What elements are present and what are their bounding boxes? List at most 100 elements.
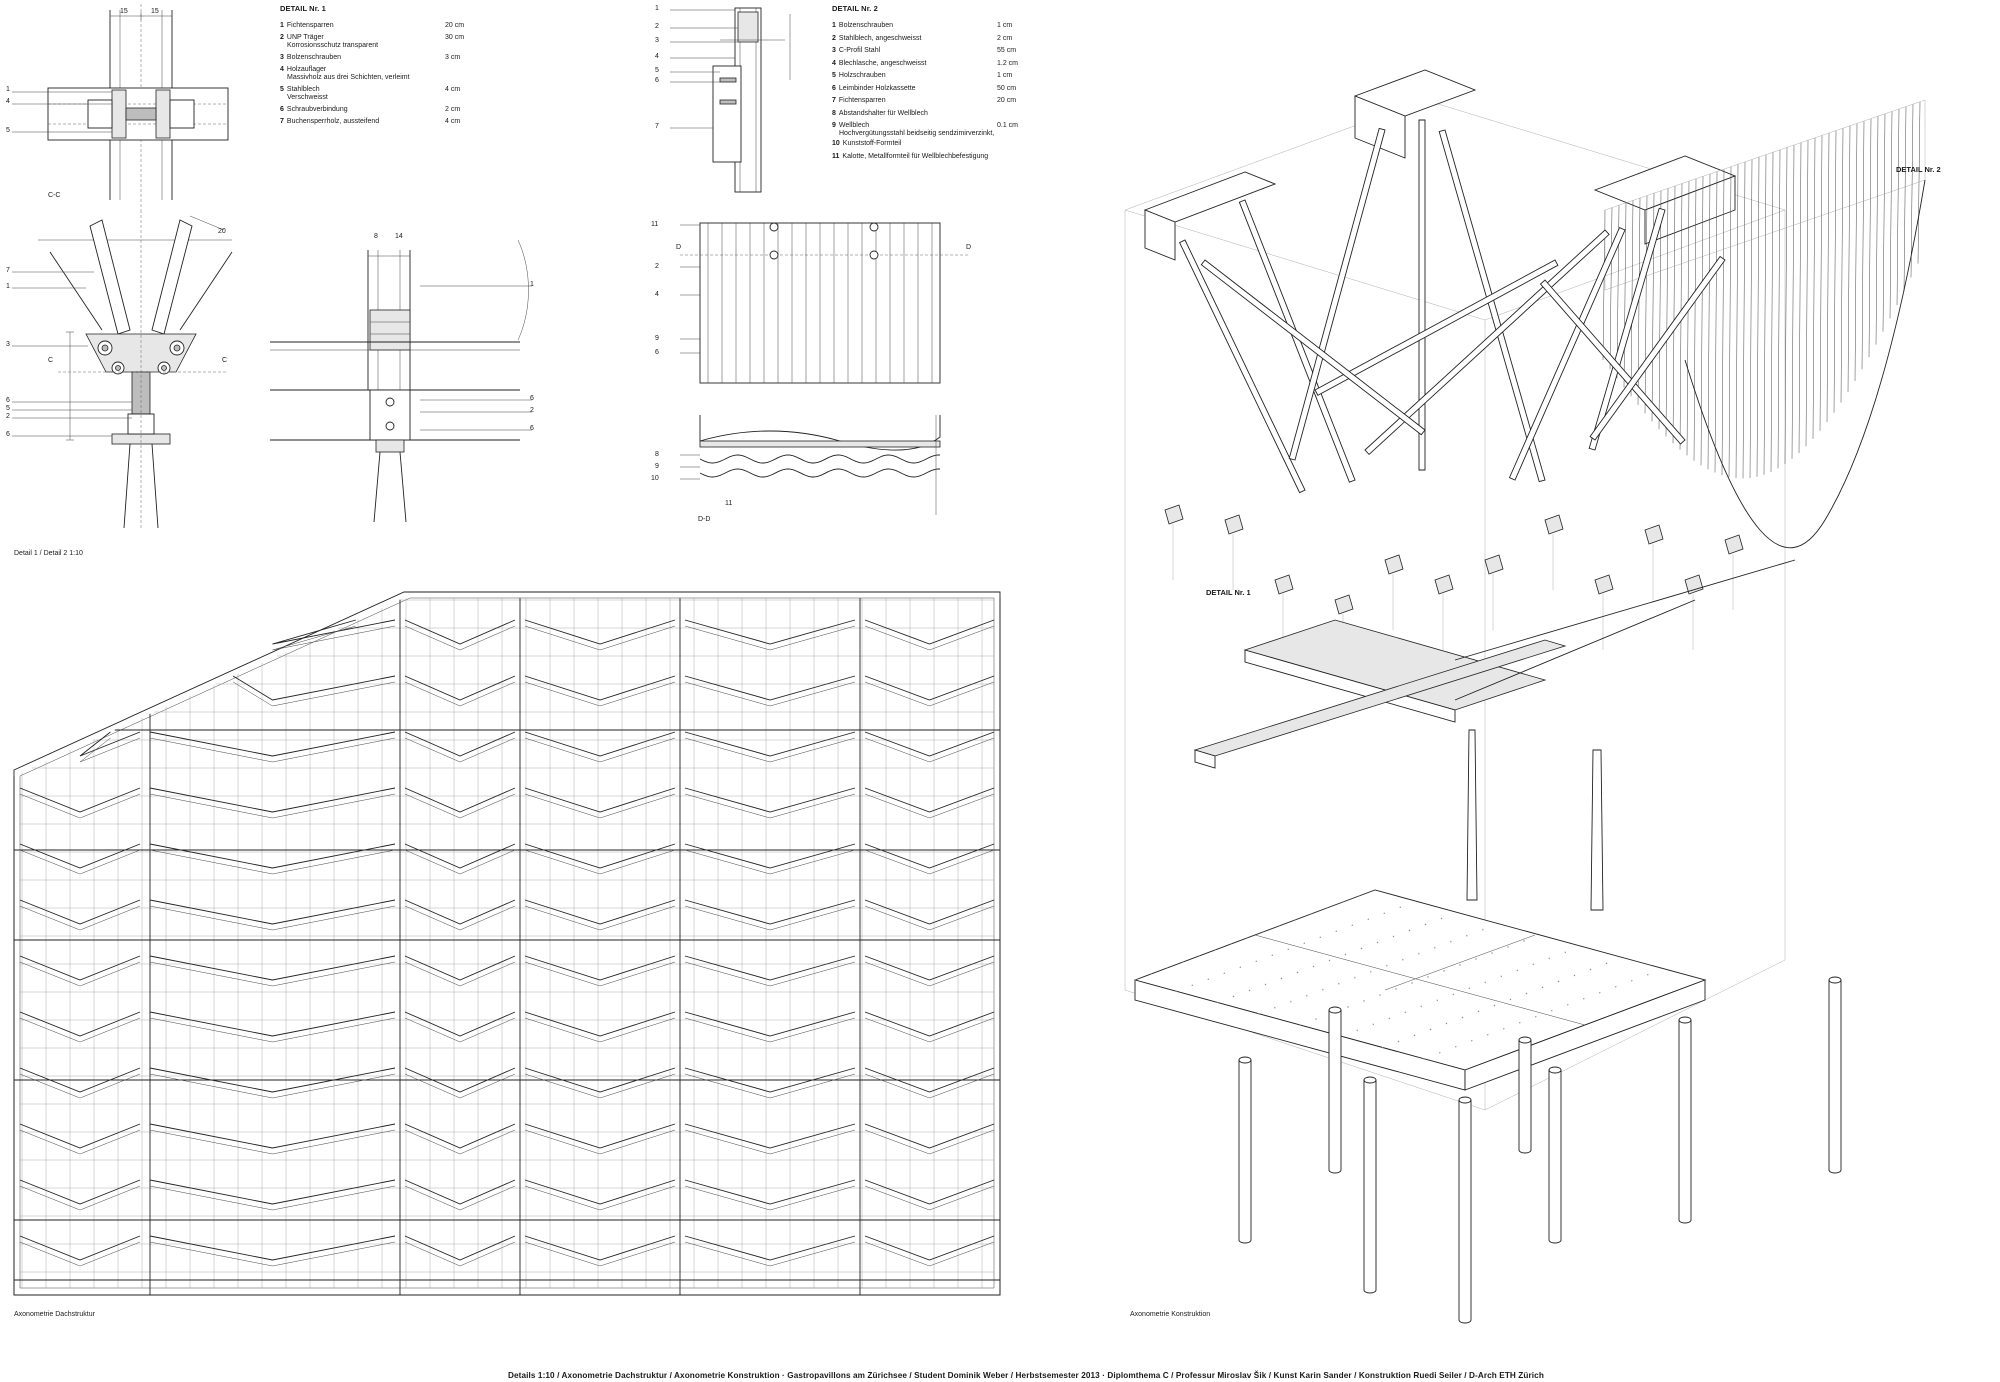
timber-strut xyxy=(1589,255,1726,441)
timber-strut xyxy=(1178,239,1306,494)
legend-row-number: 5 xyxy=(280,86,284,93)
legend-row-number: 6 xyxy=(280,106,284,113)
d2-num-5: 5 xyxy=(655,67,659,74)
d1-plate-num-6b: 6 xyxy=(530,425,534,432)
legend-row-number: 8 xyxy=(832,109,836,117)
corrugated-sheet-line xyxy=(1854,123,1858,381)
corrugated-sheet-line xyxy=(1882,113,1886,332)
roof-chevron-rafter xyxy=(404,1011,516,1037)
roof-chevron-rafter xyxy=(864,1235,995,1261)
roof-chevron-rafter-edge xyxy=(404,1185,516,1211)
roof-chevron-rafter-edge xyxy=(404,849,516,875)
timber-pile xyxy=(1458,1100,1472,1324)
corrugated-sheet-line xyxy=(1763,154,1767,475)
floor-texture-dot xyxy=(1459,964,1461,966)
floor-texture-dot xyxy=(1599,992,1601,994)
floor-texture-dot xyxy=(1523,940,1525,942)
roof-chevron-rafter xyxy=(864,787,995,813)
legend-row-value: 0.1 cm xyxy=(997,122,1019,129)
corrugated-sheet-line xyxy=(1728,166,1732,478)
roof-chevron-rafter xyxy=(864,1067,995,1093)
corrugated-sheet-line xyxy=(1749,159,1753,479)
detail-2-plate-drawing xyxy=(670,7,791,193)
floor-texture-dot xyxy=(1381,1046,1384,1049)
floor-texture-dot xyxy=(1567,1004,1569,1006)
floor-texture-dot xyxy=(1436,999,1438,1001)
legend-row-subtext: Korrosionsschutz transparent xyxy=(287,42,379,49)
legend-row-number: 2 xyxy=(832,34,836,42)
floor-texture-dot xyxy=(1271,954,1273,956)
d2-num-2b: 2 xyxy=(655,263,659,270)
floor-texture-dot xyxy=(1351,924,1353,926)
roof-chevron-rafter xyxy=(19,843,141,869)
d1-num-6b: 6 xyxy=(6,431,10,438)
legend-row-number: 4 xyxy=(832,59,836,67)
legend-row-value: 50 cm xyxy=(997,84,1017,92)
roof-chevron-rafter-edge xyxy=(684,849,856,875)
roof-chevron-rafter xyxy=(272,619,396,645)
floor-texture-dot xyxy=(1383,912,1385,914)
steel-connector-plate xyxy=(1684,574,1704,595)
mark-c-left: C xyxy=(48,357,54,364)
floor-texture-dot xyxy=(1440,917,1443,920)
dim-20: 20 xyxy=(218,228,226,235)
roof-chevron-rafter-edge xyxy=(404,905,516,931)
steel-connector-plate xyxy=(1484,554,1504,575)
d1-num-4: 4 xyxy=(6,98,10,105)
timber-strut xyxy=(1238,199,1356,483)
dim-8: 8 xyxy=(374,233,378,240)
roof-axonometry-drawing xyxy=(13,591,1001,1296)
roof-caption: Axonometrie Dachstruktur xyxy=(14,1311,95,1318)
floor-texture-dot xyxy=(1338,983,1340,985)
roof-chevron-rafter xyxy=(684,675,856,701)
legend-row-number: 6 xyxy=(832,84,836,92)
roof-chevron-rafter xyxy=(684,1179,856,1205)
d2-num-4: 4 xyxy=(655,53,659,60)
roof-chevron-rafter xyxy=(684,1235,856,1261)
legend-row-number: 7 xyxy=(280,118,284,125)
legend-row-text: Stahlblech xyxy=(286,86,320,93)
roof-chevron-rafter xyxy=(404,1235,516,1261)
legend-row-value: 1 cm xyxy=(997,72,1013,79)
roof-chevron-rafter xyxy=(524,1179,676,1205)
floor-texture-dot xyxy=(1445,1022,1448,1025)
footer-credits: Details 1:10 / Axonometrie Dachstruktur … xyxy=(508,1371,1544,1380)
legend-row-value: 4 cm xyxy=(445,118,461,125)
floor-texture-dot xyxy=(1264,983,1267,986)
corrugated-sheet-line xyxy=(1714,171,1718,473)
corrugated-sheet-line xyxy=(1868,118,1872,358)
timber-pile xyxy=(1238,1060,1252,1244)
floor-texture-dot xyxy=(1360,947,1363,950)
corrugated-sheet-line xyxy=(1777,149,1781,469)
floor-texture-dot xyxy=(1379,994,1381,996)
floor-texture-dot xyxy=(1322,989,1324,991)
roof-chevron-rafter xyxy=(864,1011,995,1037)
roof-chevron-rafter xyxy=(19,1067,141,1093)
roof-chevron-rafter-edge xyxy=(524,849,676,875)
d1-num-5b: 5 xyxy=(6,405,10,412)
roof-chevron-rafter xyxy=(524,955,676,981)
roof-chevron-rafter xyxy=(19,1179,141,1205)
roof-chevron-rafter-edge xyxy=(19,849,141,875)
floor-texture-dot xyxy=(1491,952,1493,954)
legend-row-subtext: Verschweisst xyxy=(287,94,328,101)
roof-chevron-rafter-edge xyxy=(864,961,995,987)
legend-row-value: 20 cm xyxy=(997,97,1017,104)
d2-num-9: 9 xyxy=(655,335,659,342)
floor-texture-dot xyxy=(1328,959,1331,962)
floor-texture-dot xyxy=(1452,993,1454,995)
floor-texture-dot xyxy=(1344,953,1347,956)
roof-chevron-rafter xyxy=(684,1011,856,1037)
roof-chevron-rafter-edge xyxy=(404,737,516,763)
roof-chevron-rafter xyxy=(149,731,396,757)
floor-texture-dot xyxy=(1589,968,1592,971)
roof-chevron-rafter-edge xyxy=(404,1017,516,1043)
floor-texture-dot xyxy=(1294,919,1296,921)
timber-pile-top xyxy=(1518,1036,1532,1044)
roof-chevron-rafter xyxy=(404,675,516,701)
corrugated-sheet-line xyxy=(1658,190,1662,430)
floor-texture-dot xyxy=(1134,979,1136,981)
